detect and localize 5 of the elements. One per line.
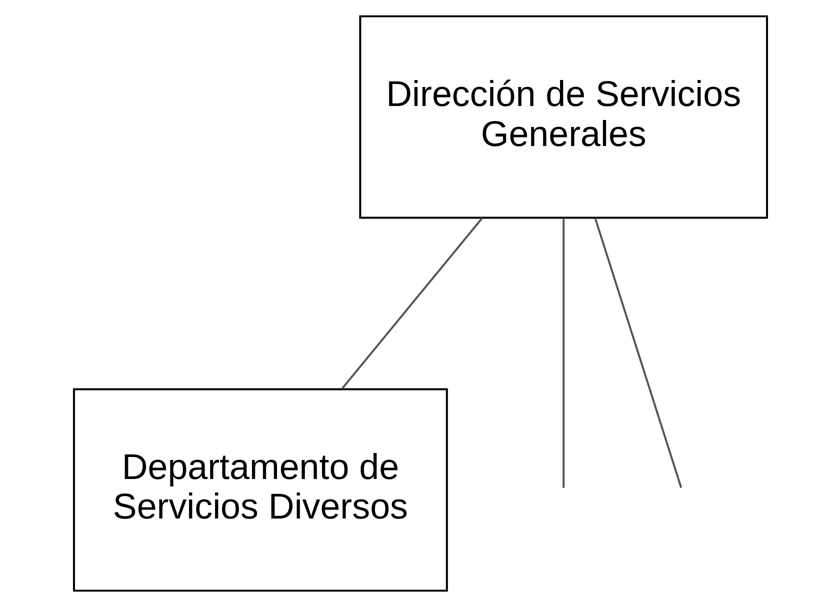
connector xyxy=(594,218,682,488)
connector xyxy=(340,217,483,390)
node-box: Departamento de Servicios Diversos xyxy=(72,388,448,592)
node-box: Dirección de Servicios Generales xyxy=(358,15,768,219)
connector xyxy=(562,218,564,488)
